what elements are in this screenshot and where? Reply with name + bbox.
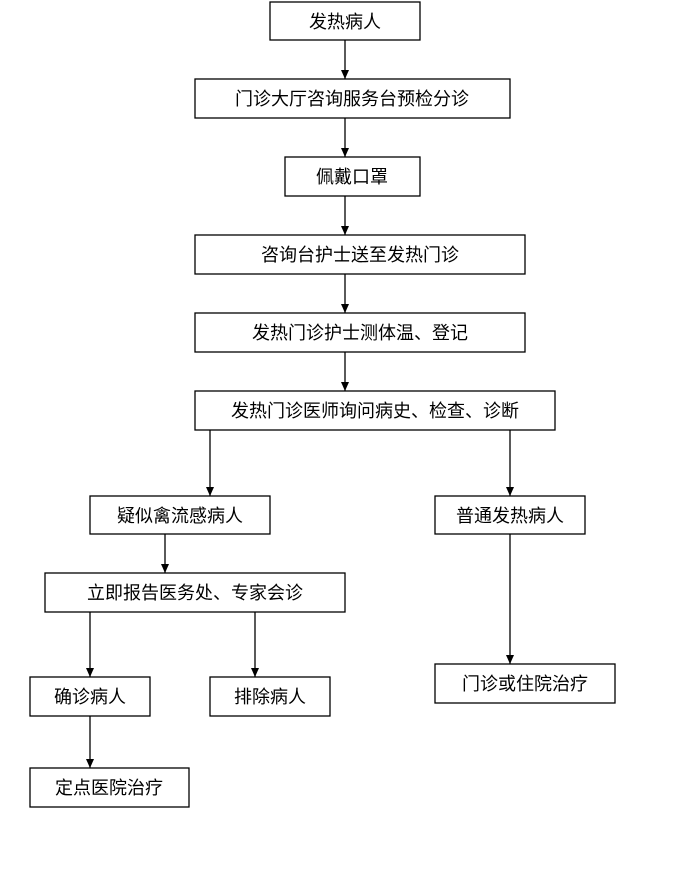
node-mask-label: 佩戴口罩 <box>316 167 388 188</box>
node-temperature-label: 发热门诊护士测体温、登记 <box>252 323 468 344</box>
node-diagnosis: 发热门诊医师询问病史、检查、诊断 <box>194 390 556 431</box>
node-escort: 咨询台护士送至发热门诊 <box>194 234 526 275</box>
node-excluded: 排除病人 <box>209 676 331 717</box>
node-designated-hospital: 定点医院治疗 <box>29 767 190 808</box>
node-triage-label: 门诊大厅咨询服务台预检分诊 <box>235 89 469 110</box>
node-ordinary-label: 普通发热病人 <box>456 506 564 527</box>
node-suspected: 疑似禽流感病人 <box>89 495 271 535</box>
node-fever-patient: 发热病人 <box>269 1 421 41</box>
node-outpatient-treatment: 门诊或住院治疗 <box>434 663 616 704</box>
node-excluded-label: 排除病人 <box>234 687 306 708</box>
node-suspected-label: 疑似禽流感病人 <box>117 506 243 527</box>
node-mask: 佩戴口罩 <box>284 156 421 197</box>
node-diagnosis-label: 发热门诊医师询问病史、检查、诊断 <box>231 401 519 422</box>
node-escort-label: 咨询台护士送至发热门诊 <box>261 245 459 266</box>
edges <box>86 40 514 768</box>
node-confirmed-label: 确诊病人 <box>54 687 126 708</box>
node-report: 立即报告医务处、专家会诊 <box>44 572 346 613</box>
node-temperature: 发热门诊护士测体温、登记 <box>194 312 526 353</box>
node-ordinary: 普通发热病人 <box>434 495 586 535</box>
node-outpatient-treatment-label: 门诊或住院治疗 <box>462 674 588 695</box>
node-fever-patient-label: 发热病人 <box>309 12 381 33</box>
node-designated-hospital-label: 定点医院治疗 <box>55 778 163 799</box>
node-confirmed: 确诊病人 <box>29 676 151 717</box>
node-triage: 门诊大厅咨询服务台预检分诊 <box>194 78 511 119</box>
node-report-label: 立即报告医务处、专家会诊 <box>87 583 303 604</box>
